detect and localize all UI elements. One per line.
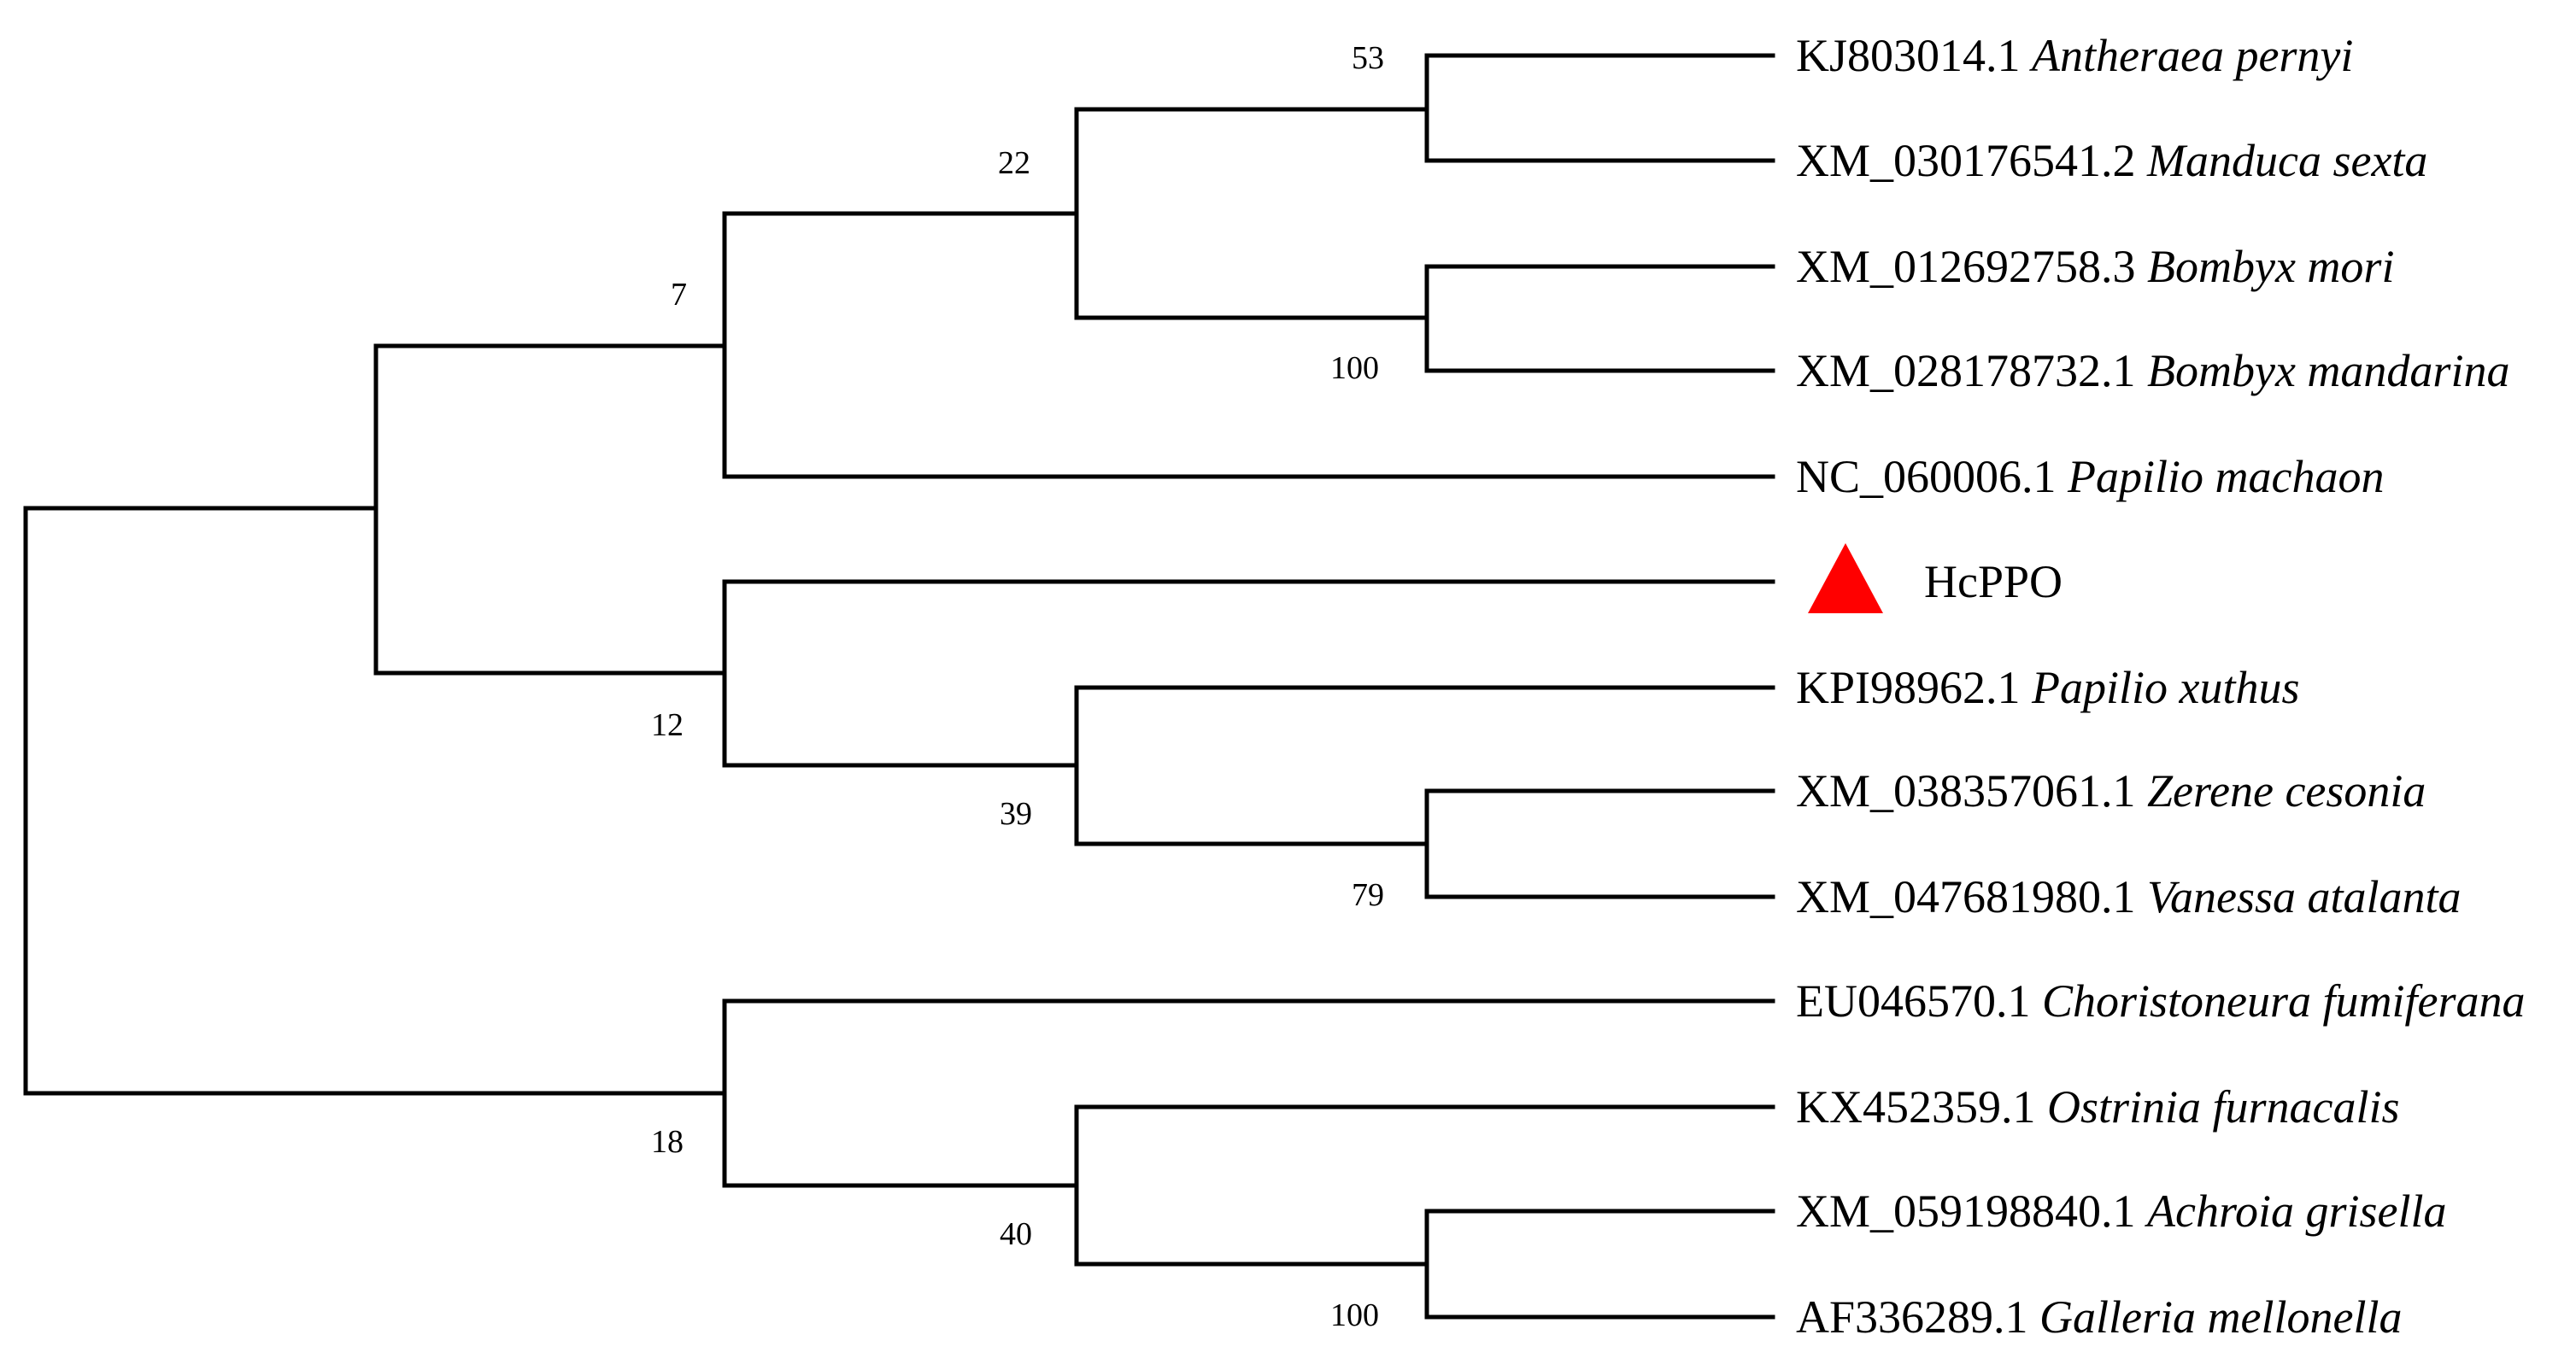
bootstrap-value: 12 bbox=[651, 707, 684, 743]
bootstrap-value: 7 bbox=[671, 277, 687, 313]
accession-number: KPI98962.1 bbox=[1796, 662, 2021, 713]
tip-label-zerene-cesonia: XM_038357061.1 Zerene cesonia bbox=[1796, 765, 2426, 817]
species-name: Papilio machaon bbox=[2067, 451, 2384, 502]
species-name: Bombyx mandarina bbox=[2147, 345, 2509, 396]
bootstrap-value: 100 bbox=[1330, 350, 1379, 386]
tip-label-galleria-mellonella: AF336289.1 Galleria mellonella bbox=[1796, 1291, 2402, 1343]
species-name: Papilio xuthus bbox=[2031, 662, 2299, 713]
tip-label-ostrinia-furnacalis: KX452359.1 Ostrinia furnacalis bbox=[1796, 1081, 2400, 1133]
accession-number: XM_030176541.2 bbox=[1796, 135, 2136, 186]
tip-label-choristoneura-fumiferana: EU046570.1 Choristoneura fumiferana bbox=[1796, 975, 2526, 1027]
tip-label-hcppo: HcPPO bbox=[1924, 556, 2063, 607]
species-name: Zerene cesonia bbox=[2147, 765, 2426, 817]
tip-label-antheraea-pernyi: KJ803014.1 Antheraea pernyi bbox=[1796, 30, 2353, 81]
tip-label-achroia-grisella: XM_059198840.1 Achroia grisella bbox=[1796, 1185, 2447, 1237]
accession-number: NC_060006.1 bbox=[1796, 451, 2057, 502]
accession-number: XM_038357061.1 bbox=[1796, 765, 2136, 817]
accession-number: KJ803014.1 bbox=[1796, 30, 2021, 81]
tip-label-bombyx-mandarina: XM_028178732.1 Bombyx mandarina bbox=[1796, 345, 2509, 396]
bootstrap-value: 18 bbox=[651, 1124, 684, 1160]
accession-number: XM_028178732.1 bbox=[1796, 345, 2136, 396]
tip-label-vanessa-atalanta: XM_047681980.1 Vanessa atalanta bbox=[1796, 871, 2462, 922]
species-name: Bombyx mori bbox=[2147, 241, 2394, 292]
accession-number: AF336289.1 bbox=[1796, 1291, 2028, 1343]
bootstrap-value: 100 bbox=[1330, 1297, 1379, 1333]
tip-label-manduca-sexta: XM_030176541.2 Manduca sexta bbox=[1796, 135, 2427, 186]
bootstrap-value: 53 bbox=[1352, 40, 1384, 76]
species-name: Ostrinia furnacalis bbox=[2047, 1081, 2400, 1133]
tip-labels: KJ803014.1 Antheraea pernyi XM_030176541… bbox=[1796, 30, 2526, 1343]
bootstrap-value: 39 bbox=[1000, 796, 1032, 832]
species-name: Vanessa atalanta bbox=[2147, 871, 2462, 922]
species-name: Antheraea pernyi bbox=[2029, 30, 2353, 81]
tip-label-papilio-xuthus: KPI98962.1 Papilio xuthus bbox=[1796, 662, 2300, 713]
species-name: Galleria mellonella bbox=[2039, 1291, 2402, 1343]
bootstrap-value: 22 bbox=[998, 145, 1030, 181]
bootstrap-value: 40 bbox=[1000, 1216, 1032, 1252]
accession-number: XM_012692758.3 bbox=[1796, 241, 2136, 292]
accession-number: XM_059198840.1 bbox=[1796, 1185, 2136, 1237]
red-triangle-icon bbox=[1808, 543, 1883, 613]
species-name: Manduca sexta bbox=[2146, 135, 2427, 186]
tree-branches bbox=[23, 53, 1775, 1320]
accession-number: XM_047681980.1 bbox=[1796, 871, 2136, 922]
bootstrap-labels: 53 22 100 7 12 39 79 18 40 100 bbox=[651, 40, 1384, 1333]
accession-number: KX452359.1 bbox=[1796, 1081, 2036, 1133]
tip-label-papilio-machaon: NC_060006.1 Papilio machaon bbox=[1796, 451, 2384, 502]
bootstrap-value: 79 bbox=[1352, 877, 1384, 913]
species-name: Achroia grisella bbox=[2145, 1185, 2446, 1237]
species-name: Choristoneura fumiferana bbox=[2042, 975, 2526, 1027]
tip-label-bombyx-mori: XM_012692758.3 Bombyx mori bbox=[1796, 241, 2394, 292]
accession-number: EU046570.1 bbox=[1796, 975, 2030, 1027]
